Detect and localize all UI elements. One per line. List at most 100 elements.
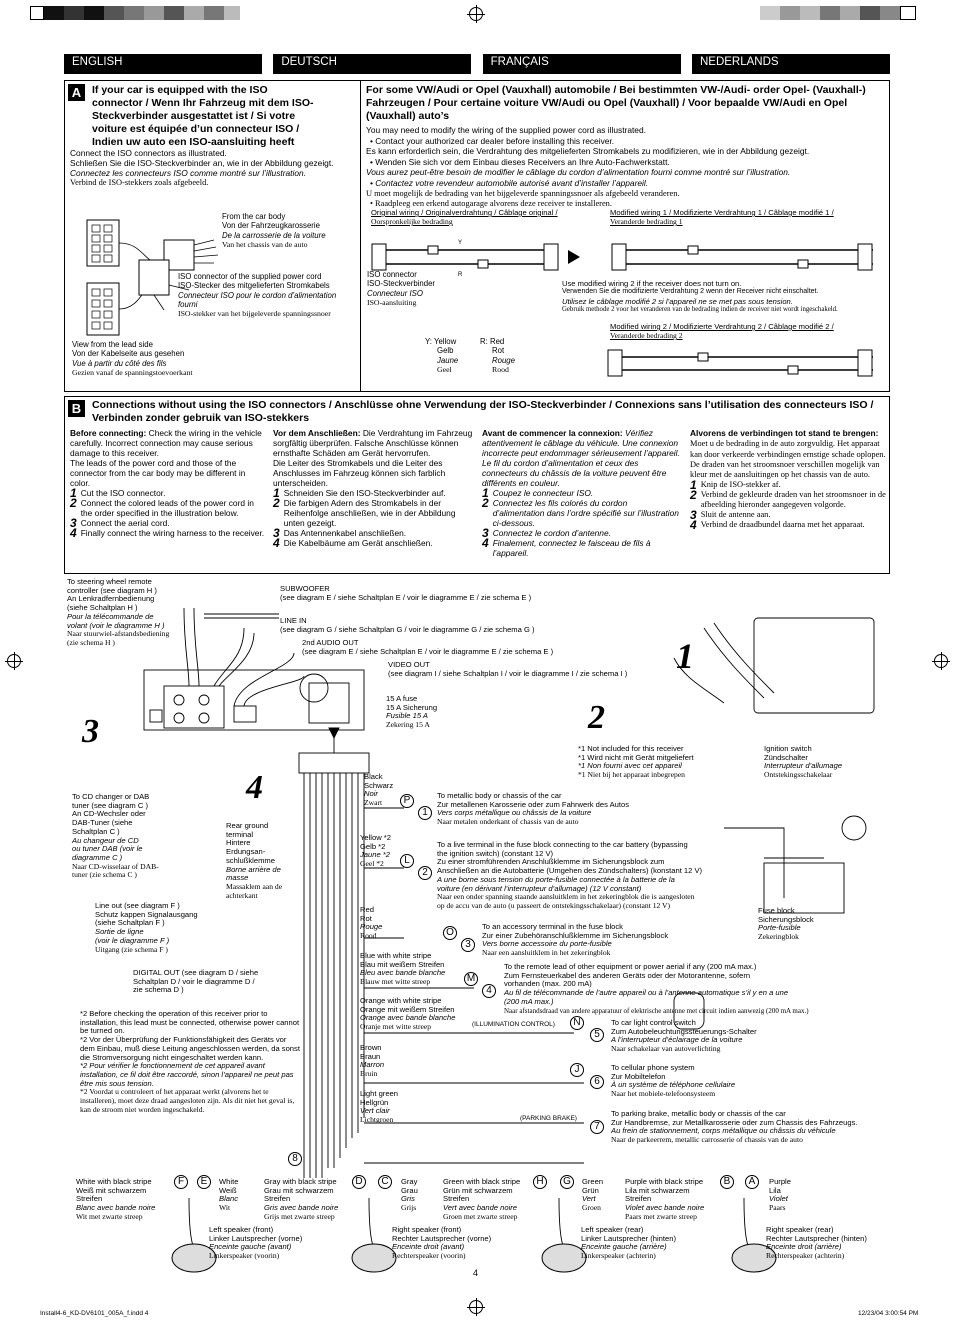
modified-wiring-1-label: Modified wiring 1 / Modifizierte Verdrah… (610, 208, 834, 227)
color-bar-right (760, 6, 930, 20)
instructions-nl: Alvorens de verbindingen tot stand te br… (690, 428, 886, 532)
registration-mark-top (467, 5, 485, 23)
audio2-label: 2nd AUDIO OUT(see diagram E / siehe Scha… (302, 638, 554, 656)
wire-mark-r: R (458, 272, 463, 278)
step-2-number: 2 (588, 699, 605, 736)
page-number: 4 (473, 1268, 479, 1278)
star2-notes: *2 Before checking the operation of this… (80, 1009, 300, 1114)
dest-red: To an accessory terminal in the fuse blo… (482, 922, 669, 958)
step-4-number: 4 (246, 769, 263, 806)
spk3-letter2: G (560, 1175, 574, 1189)
section-b-letter: B (68, 400, 85, 417)
vw-text: You may need to modify the wiring of the… (366, 125, 810, 209)
wire-mark-y: Y (458, 240, 462, 246)
dest-yellow: To a live terminal in the fuse block con… (437, 840, 703, 911)
spk4-name: Right speaker (rear)Rechter Lautsprecher… (766, 1225, 867, 1261)
dest-blue-white: To the remote lead of other equipment or… (504, 962, 809, 1015)
wire-yellow-markers: L (400, 854, 414, 868)
use-modified-2-note: Use modified wiring 2 if the receiver do… (562, 279, 838, 313)
wire-blue-num: 4 (482, 984, 496, 998)
tab-english: ENGLISH (64, 54, 262, 74)
spk1-letter1: F (174, 1175, 188, 1189)
wire-brown-markers: J (570, 1063, 584, 1077)
instructions-fr: Avant de commencer la connexion: Vérifie… (482, 428, 680, 558)
iso-connector-diagram (86, 219, 219, 336)
wire-red-num: 3 (461, 938, 475, 952)
instructions-en: Before connecting: Check the wiring in t… (70, 428, 265, 540)
registration-mark-right (932, 652, 950, 670)
star1-notes: *1 Not included for this receiver*1 Wird… (578, 744, 694, 780)
linein-label: LINE IN(see diagram G / siehe Schaltplan… (280, 616, 535, 634)
footer-file: Install4-6_KD-DV6101_005A_f.indd 4 (40, 1310, 149, 1317)
tab-francais: FRANÇAIS (482, 54, 681, 74)
spk1-name: Left speaker (front)Linker Lautsprecher … (209, 1225, 303, 1261)
wire-light-green-num: 7 (590, 1120, 604, 1134)
spk2-letter2: C (378, 1175, 392, 1189)
section-b-box (64, 396, 890, 574)
spk2-letter1: D (352, 1175, 366, 1189)
spk4-letter2: A (745, 1175, 759, 1189)
section-a-bullets: Connect the ISO connectors as illustrate… (70, 148, 334, 188)
spk3-letter1: H (533, 1175, 547, 1189)
vw-title: For some VW/Audi or Opel (Vauxhall) auto… (366, 84, 866, 122)
modified-wiring-2-label: Modified wiring 2 / Modifizierte Verdrah… (610, 322, 834, 341)
color-bar-left (30, 6, 260, 20)
section-a-divider (360, 80, 361, 392)
section-a-letter: A (68, 84, 85, 101)
wire-brown-num: 6 (590, 1075, 604, 1089)
wire-yellow-num: 2 (418, 866, 432, 880)
tab-nederlands: NEDERLANDS (691, 54, 890, 74)
section-b-title: Connections without using the ISO connec… (92, 399, 874, 424)
footer-date: 12/23/04 3:00:54 PM (858, 1310, 919, 1317)
registration-mark-left (5, 652, 23, 670)
dest-light-green: To parking brake, metallic body or chass… (611, 1109, 858, 1145)
subwoofer-label: SUBWOOFER(see diagram E / siehe Schaltpl… (280, 584, 532, 602)
wire-blue-markers: M (464, 972, 478, 986)
video-label: VIDEO OUT(see diagram I / siehe Schaltpl… (388, 660, 628, 678)
tab-deutsch: DEUTSCH (273, 54, 472, 74)
spk4-letter1: B (720, 1175, 734, 1189)
iso-supplied-label: ISO connector of the supplied power cord… (178, 272, 337, 319)
lineout-label: Line out (see diagram F )Schutz kappen S… (95, 901, 198, 954)
step-number-1: 1 (676, 636, 694, 676)
spk2-name: Right speaker (front)Rechter Lautspreche… (392, 1225, 492, 1261)
registration-mark-bottom (467, 1298, 485, 1316)
step-3-number: 3 (82, 713, 99, 750)
spk3-name: Left speaker (rear)Linker Lautsprecher (… (581, 1225, 676, 1261)
step-8-circle: 8 (288, 1152, 302, 1166)
wire-orange-num: 5 (590, 1028, 604, 1042)
parking-brake-tag: (PARKING BRAKE) (520, 1115, 577, 1122)
wire-orange-markers: N (570, 1016, 584, 1030)
wire-black-num: 1 (418, 806, 432, 820)
wiring-original-diagram: YR (371, 240, 873, 377)
language-tabs: ENGLISH DEUTSCH FRANÇAIS NEDERLANDS (64, 54, 890, 74)
wiring-diagram-lines: 1 (143, 607, 875, 1273)
